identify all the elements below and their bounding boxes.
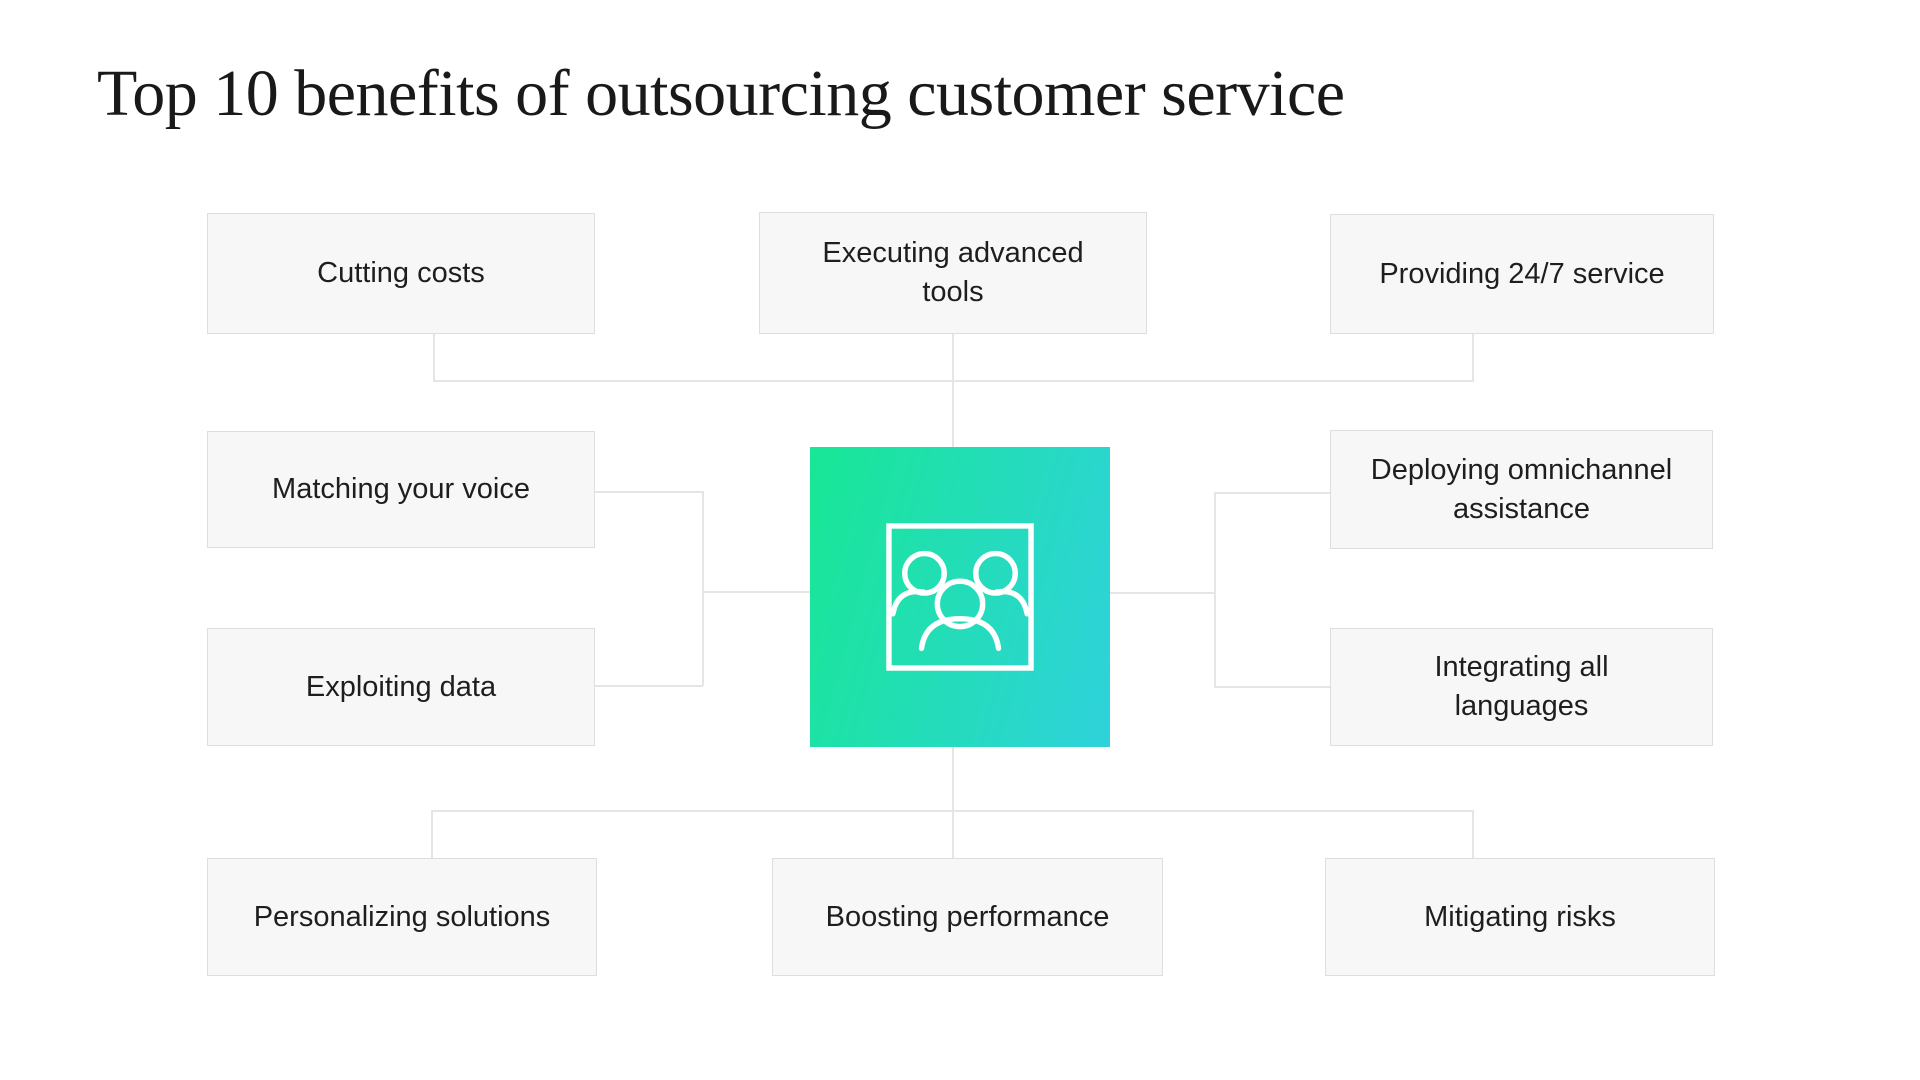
connector-line xyxy=(1472,334,1474,382)
connector-line xyxy=(431,810,1473,812)
benefit-label: Cutting costs xyxy=(317,257,485,290)
connector-line xyxy=(1214,492,1330,494)
benefit-box-cutting-costs: Cutting costs xyxy=(207,213,595,334)
benefit-label: Integrating all languages xyxy=(1434,651,1609,722)
benefit-box-boosting-performance: Boosting performance xyxy=(772,858,1163,976)
connector-line xyxy=(1110,592,1215,594)
benefit-box-mitigating-risks: Mitigating risks xyxy=(1325,858,1715,976)
benefit-box-integrating-all-languages: Integrating all languages xyxy=(1330,628,1713,746)
connector-line xyxy=(702,491,704,686)
benefit-box-personalizing-solutions: Personalizing solutions xyxy=(207,858,597,976)
benefit-box-deploying-omnichannel-assistance: Deploying omnichannel assistance xyxy=(1330,430,1713,549)
page-title: Top 10 benefits of outsourcing customer … xyxy=(97,57,1345,130)
benefit-label: Providing 24/7 service xyxy=(1379,257,1665,290)
connector-line xyxy=(702,591,810,593)
connector-line xyxy=(1214,492,1216,687)
benefit-box-exploiting-data: Exploiting data xyxy=(207,628,595,746)
benefit-label: Executing advanced tools xyxy=(822,237,1084,308)
connector-line xyxy=(952,746,954,859)
connector-line xyxy=(1214,686,1330,688)
connector-line xyxy=(595,491,703,493)
center-icon-tile xyxy=(810,447,1110,747)
customer-group-icon xyxy=(886,523,1034,671)
connector-line xyxy=(431,810,433,859)
benefit-box-providing-24-7-service: Providing 24/7 service xyxy=(1330,214,1714,334)
benefit-box-matching-your-voice: Matching your voice xyxy=(207,431,595,548)
benefit-label: Mitigating risks xyxy=(1424,900,1616,933)
connector-line xyxy=(433,333,435,382)
connector-line xyxy=(952,334,954,447)
benefit-label: Personalizing solutions xyxy=(253,900,551,933)
connector-line xyxy=(595,685,703,687)
benefit-box-executing-advanced-tools: Executing advanced tools xyxy=(759,212,1147,334)
benefit-label: Matching your voice xyxy=(272,473,530,506)
connector-line xyxy=(1472,810,1474,859)
benefit-label: Exploiting data xyxy=(305,670,497,703)
benefit-label: Deploying omnichannel assistance xyxy=(1370,453,1673,525)
benefit-label: Boosting performance xyxy=(825,900,1110,933)
